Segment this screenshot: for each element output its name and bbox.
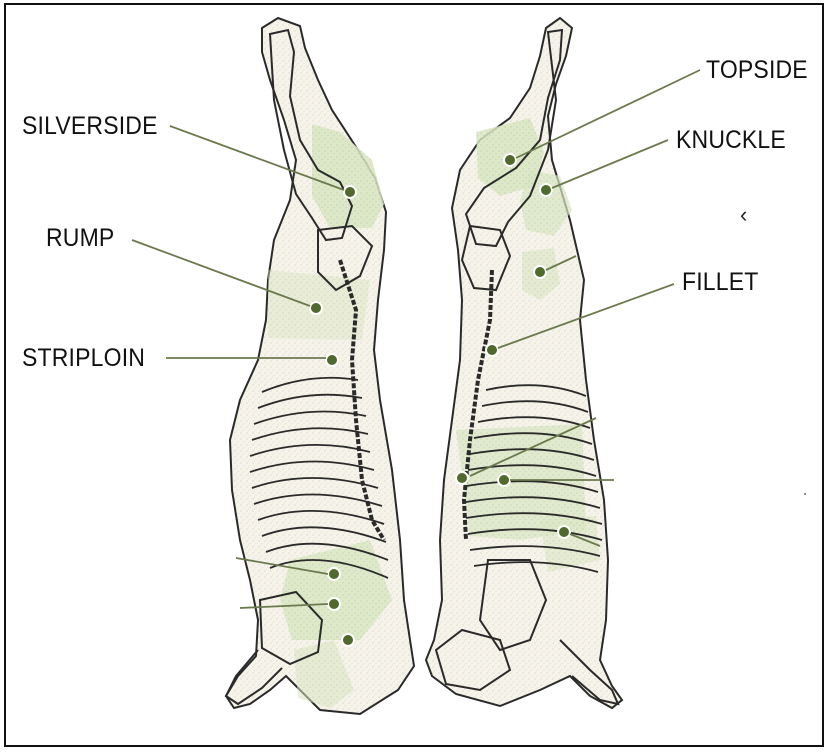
- left-carcass-side: [226, 18, 414, 714]
- label-rump: RUMP: [46, 224, 114, 253]
- fillet-area-marker: [534, 266, 546, 278]
- leader-lines: [132, 70, 700, 608]
- rump-marker: [310, 302, 322, 314]
- striploin-marker: [326, 354, 338, 366]
- label-knuckle: KNUCKLE: [676, 126, 786, 155]
- fillet-marker: [486, 344, 498, 356]
- right-rib-marker-1: [456, 472, 468, 484]
- stray-mark: ‹: [740, 202, 747, 227]
- left-brisket-marker-1: [328, 568, 340, 580]
- left-shin-marker: [342, 634, 354, 646]
- stray-dot: [804, 493, 806, 495]
- silverside-zone: [312, 124, 384, 228]
- label-fillet: FILLET: [682, 268, 759, 297]
- knuckle-marker: [540, 184, 552, 196]
- topside-marker: [504, 154, 516, 166]
- left-brisket-marker-2: [328, 598, 340, 610]
- knuckle-leader: [552, 140, 668, 188]
- right-rib-marker-2: [498, 474, 510, 486]
- label-striploin: STRIPLOIN: [22, 344, 145, 373]
- right-flank-marker: [558, 526, 570, 538]
- silverside-marker: [344, 186, 356, 198]
- label-topside: TOPSIDE: [706, 56, 808, 85]
- label-silverside: SILVERSIDE: [22, 112, 158, 141]
